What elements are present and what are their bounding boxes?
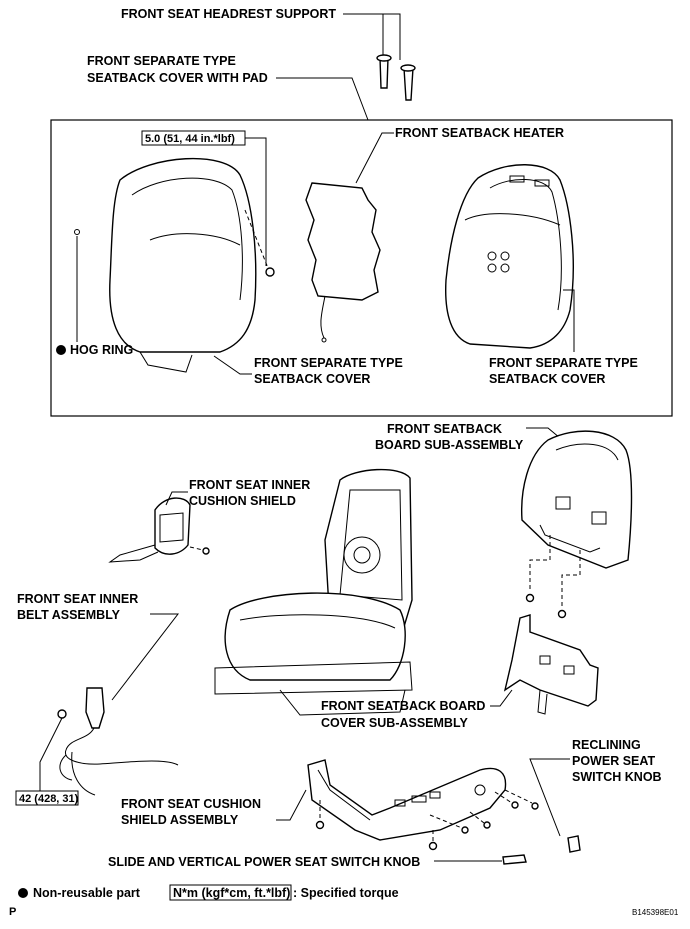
label-torque-large: 42 (428, 31)	[19, 793, 79, 805]
screw-icon	[461, 826, 469, 834]
bolt-icon	[525, 593, 535, 603]
seatback-cover-left-part	[109, 157, 257, 373]
figure-code: B145398E01	[632, 908, 679, 917]
legend-torque-box	[169, 884, 292, 901]
label-cushion-shield-2: SHIELD ASSEMBLY	[121, 813, 239, 827]
screw-icon	[531, 802, 539, 810]
label-board-cover-2: COVER SUB-ASSEMBLY	[321, 716, 468, 730]
nut-icon	[265, 267, 275, 277]
cushion-shield-assembly-part	[307, 759, 507, 841]
legend-non-reusable-text: Non-reusable part	[33, 886, 141, 900]
inner-belt-part	[59, 687, 179, 796]
screw-icon	[315, 820, 325, 830]
seatback-heater-part	[305, 182, 381, 343]
label-hog-ring: HOG RING	[70, 343, 133, 357]
front-seat-frame-part	[214, 468, 413, 716]
anchor-bolt-icon	[57, 709, 67, 719]
label-headrest-support: FRONT SEAT HEADREST SUPPORT	[121, 7, 336, 21]
legend-torque-desc: : Specified torque	[293, 886, 399, 900]
label-reclining-1: RECLINING	[572, 738, 641, 752]
label-board-cover-1: FRONT SEATBACK BOARD	[321, 699, 485, 713]
label-reclining-3: SWITCH KNOB	[572, 770, 662, 784]
reclining-knob-part	[567, 835, 581, 853]
seatback-cover-right-part	[445, 164, 574, 349]
label-cover-with-pad-2: SEATBACK COVER WITH PAD	[87, 71, 268, 85]
label-cover-right-2: SEATBACK COVER	[489, 372, 605, 386]
footer-left-mark: P	[9, 906, 16, 918]
label-reclining-2: POWER SEAT	[572, 754, 655, 768]
label-cover-right-1: FRONT SEPARATE TYPE	[489, 356, 638, 370]
label-inner-belt-2: BELT ASSEMBLY	[17, 608, 121, 622]
seatback-cover-group-box	[50, 119, 673, 417]
label-inner-shield-1: FRONT SEAT INNER	[189, 478, 310, 492]
legend-torque-unit: N*m (kgf*cm, ft.*lbf)	[173, 886, 290, 900]
seatback-board-cover-part	[503, 614, 599, 715]
legend-non-reusable-icon	[18, 888, 28, 898]
screw-icon	[428, 841, 438, 851]
label-inner-shield-2: CUSHION SHIELD	[189, 494, 296, 508]
screw-icon	[511, 801, 519, 809]
screw-icon	[202, 547, 210, 555]
inner-cushion-shield-part	[108, 497, 191, 563]
label-seatback-heater: FRONT SEATBACK HEATER	[395, 126, 564, 140]
label-cover-left-2: SEATBACK COVER	[254, 372, 370, 386]
label-inner-belt-1: FRONT SEAT INNER	[17, 592, 138, 606]
torque-box-large	[15, 790, 79, 806]
seatback-board-part	[521, 430, 633, 569]
label-cover-with-pad-1: FRONT SEPARATE TYPE	[87, 54, 236, 68]
label-slide-knob: SLIDE AND VERTICAL POWER SEAT SWITCH KNO…	[108, 855, 420, 869]
label-board-sub-1: FRONT SEATBACK	[387, 422, 502, 436]
bolt-icon	[557, 609, 567, 619]
label-board-sub-2: BOARD SUB-ASSEMBLY	[375, 438, 524, 452]
label-cover-left-1: FRONT SEPARATE TYPE	[254, 356, 403, 370]
label-torque-small: 5.0 (51, 44 in.*lbf)	[145, 133, 235, 145]
hog-ring-part	[74, 229, 80, 235]
non-reusable-marker-icon	[56, 345, 66, 355]
headrest-support-parts	[376, 54, 416, 101]
label-cushion-shield-1: FRONT SEAT CUSHION	[121, 797, 261, 811]
slide-knob-part	[502, 854, 527, 865]
screw-icon	[483, 821, 491, 829]
